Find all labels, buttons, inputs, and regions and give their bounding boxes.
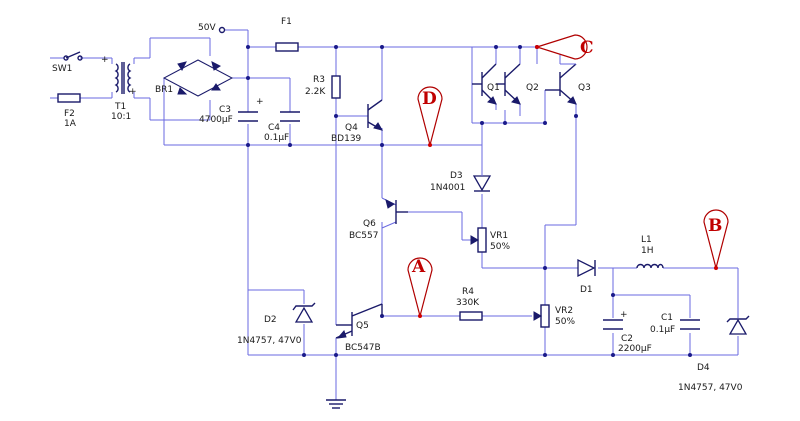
label-vr1-value: 50% [490,242,510,252]
switch-sw1 [63,51,83,61]
transistor-q3 [545,63,577,105]
potentiometer-vr2 [533,304,550,328]
label-c2: C2 [621,334,633,344]
transformer-t1 [114,62,132,94]
transistor-q1 [472,63,497,105]
plus-sign: + [620,310,628,320]
label-l1-value: 1H [641,246,654,256]
label-c4: C4 [268,123,280,133]
label-q1: Q1 [487,83,500,93]
zener-d4 [726,315,750,335]
label-q3: Q3 [578,83,591,93]
plus-sign: + [101,55,109,65]
label-f1: F1 [281,17,292,27]
label-f2: F2 [64,109,75,119]
resistor-r4 [459,311,483,321]
potentiometer-vr1 [470,227,487,253]
transistor-q6 [385,199,408,224]
plus-sign: + [256,97,264,107]
label-c4-value: 0.1µF [264,133,289,143]
label-sw1: SW1 [52,64,72,74]
label-t1: T1 [114,102,126,112]
label-r4-value: 330K [456,298,480,308]
label-l1: L1 [641,235,652,245]
label-q6: Q6 [363,219,376,229]
inductor-l1 [636,263,664,269]
capacitor-c4 [280,111,300,122]
label-r3-value: 2.2K [305,87,326,97]
marker-c-label: C [580,38,594,58]
label-d2-value: 1N4757, 47V0 [237,336,302,346]
label-50v: 50V [198,23,216,33]
label-f2-value: 1A [64,119,77,129]
marker-a: A [407,257,433,319]
label-c3-value: 4700µF [199,115,233,125]
marker-b-label: B [708,216,722,236]
marker-d-label: D [422,89,437,109]
diode-d3 [472,170,492,192]
resistor-r3 [331,75,341,99]
label-r4: R4 [462,287,474,297]
fuse-f1 [275,42,299,52]
label-t1-value: 10:1 [111,112,131,122]
zener-d2 [292,302,316,323]
label-c1: C1 [661,313,673,323]
marker-d: D [417,86,443,148]
label-br1: BR1 [155,85,173,95]
marker-b: B [703,209,729,271]
label-q4-value: BD139 [331,134,362,144]
component-labels: SW1 F2 1A + + T1 10:1 BR1 50V F1 + C3 47… [52,17,743,393]
capacitor-c3 [238,111,258,122]
label-q6-value: BC557 [349,231,378,241]
label-c1-value: 0.1µF [650,325,675,335]
label-d2: D2 [264,315,277,325]
label-vr1: VR1 [490,231,508,241]
label-r3: R3 [313,75,325,85]
label-d3-value: 1N4001 [430,183,465,193]
label-d4-value: 1N4757, 47V0 [678,383,743,393]
plus-sign: + [129,87,137,97]
capacitor-c1 [680,319,700,330]
label-q4: Q4 [345,123,358,133]
diode-d1 [577,258,596,278]
label-d1: D1 [580,285,593,295]
marker-a-label: A [411,257,426,277]
transistor-q5 [335,303,383,339]
fuse-f2 [57,93,81,103]
label-q2: Q2 [526,83,539,93]
bridge-rectifier-br1 [162,59,234,97]
marker-c: C [535,34,594,60]
label-q5: Q5 [356,321,369,331]
ground-icon [326,399,346,409]
transistor-q2 [496,63,521,105]
label-vr2: VR2 [555,306,573,316]
capacitor-c2 [603,319,623,330]
transistor-q4 [367,99,384,131]
label-q5-value: BC547B [345,343,381,353]
terminal-50v [218,26,226,34]
label-d3: D3 [450,171,463,181]
label-c2-value: 2200µF [618,344,652,354]
label-c3: C3 [219,105,231,115]
label-d4: D4 [697,363,710,373]
label-vr2-value: 50% [555,317,575,327]
